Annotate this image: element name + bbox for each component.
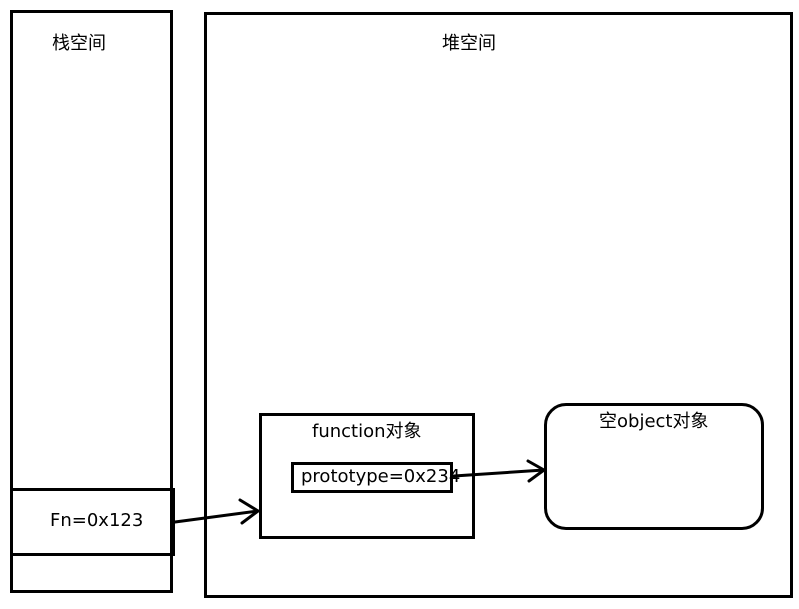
prototype-property-label: prototype=0x234 [301, 466, 461, 487]
heap-space-title: 堆空间 [442, 33, 496, 54]
prototype-to-empty-object-arrowhead [526, 459, 546, 483]
prototype-property-cell [291, 462, 453, 493]
fn-to-function-object-arrow [173, 509, 260, 524]
stack-variable-label: Fn=0x123 [50, 510, 144, 531]
heap-space-panel [204, 12, 793, 598]
stack-space-panel [10, 10, 173, 593]
function-object-title: function对象 [312, 421, 422, 442]
empty-object-box [544, 403, 764, 530]
stack-space-title: 栈空间 [52, 33, 106, 54]
empty-object-title: 空object对象 [599, 411, 709, 432]
prototype-to-empty-object-arrow [452, 468, 546, 478]
fn-to-function-object-arrowhead [238, 498, 260, 525]
